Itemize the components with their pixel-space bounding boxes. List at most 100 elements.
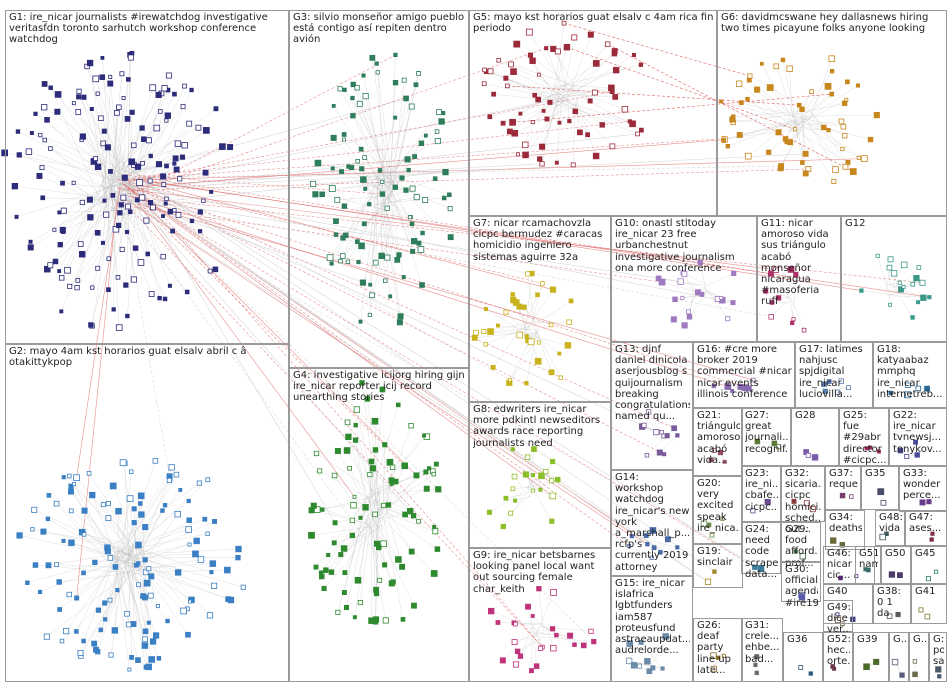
node: [895, 611, 901, 618]
edge: [724, 120, 793, 140]
node: [124, 610, 130, 617]
node: [401, 77, 407, 83]
node: [75, 109, 82, 115]
edge: [378, 84, 417, 197]
edge: [383, 498, 411, 512]
node: [369, 465, 376, 472]
edge: [63, 540, 132, 561]
node: [536, 340, 541, 345]
node: [549, 518, 555, 524]
node: [102, 600, 108, 606]
node: [919, 279, 926, 286]
node: [409, 221, 415, 227]
group-label-g24: G24: need code scrape data...: [745, 524, 778, 580]
node: [521, 141, 529, 149]
inter-group-edge: [119, 187, 171, 479]
node: [15, 129, 21, 134]
edge: [514, 633, 539, 643]
node: [175, 212, 182, 218]
group-box-g23: G23: ire_ni... cbafe... cicpc...: [741, 466, 781, 522]
edge: [345, 199, 382, 236]
edge: [804, 116, 836, 170]
node: [98, 627, 104, 633]
inter-group-edge: [128, 187, 594, 642]
edge: [133, 106, 184, 171]
group-label-g30: G30: officially agenda #ire19...: [785, 564, 818, 609]
node: [496, 58, 501, 63]
node: [646, 668, 653, 675]
edge: [145, 556, 188, 609]
node: [121, 96, 126, 101]
node: [503, 309, 509, 315]
node: [920, 294, 927, 301]
node: [543, 468, 549, 475]
group-label-g51: G51: nam...: [859, 548, 878, 571]
group-label-g7: G7: nicar rcamachovzla cicpc bermudez #c…: [473, 218, 606, 263]
node: [109, 482, 117, 490]
edge: [788, 121, 842, 126]
node: [54, 562, 59, 568]
edge: [790, 93, 832, 126]
node: [117, 210, 123, 216]
inter-group-edge: [116, 187, 777, 271]
edge: [535, 627, 541, 649]
node: [99, 74, 106, 80]
node: [149, 638, 157, 645]
node: [832, 166, 839, 173]
node: [926, 499, 932, 505]
node: [592, 60, 600, 67]
node: [913, 274, 920, 282]
node: [184, 289, 190, 295]
group-label-g54: G...: [913, 634, 926, 645]
node: [344, 419, 351, 426]
edge: [352, 506, 383, 536]
node: [510, 486, 516, 492]
node: [354, 85, 360, 91]
node: [340, 235, 346, 241]
edge: [556, 84, 612, 89]
group-box-g15: G15: ire_nicar islafrica lgbtfunders iam…: [611, 576, 693, 682]
node: [116, 104, 122, 110]
node: [112, 226, 120, 233]
edge: [44, 107, 137, 174]
node: [153, 124, 161, 132]
node: [119, 459, 127, 467]
edge: [704, 287, 728, 319]
node: [142, 524, 149, 531]
node: [384, 205, 390, 211]
node: [670, 316, 677, 323]
node: [152, 458, 159, 464]
group-box-g24: G24: need code scrape data...: [741, 522, 781, 580]
node: [659, 429, 664, 435]
edge: [317, 500, 378, 510]
node: [206, 612, 214, 619]
node: [587, 31, 594, 38]
node: [372, 259, 379, 266]
node: [750, 377, 756, 383]
node: [372, 447, 379, 453]
node: [66, 591, 72, 598]
node: [338, 258, 343, 264]
edge: [142, 546, 211, 616]
node: [901, 284, 906, 289]
node: [585, 132, 591, 138]
inter-group-edge: [113, 98, 407, 180]
node: [160, 253, 166, 260]
node: [396, 319, 403, 326]
node: [86, 196, 93, 203]
node: [754, 670, 759, 676]
node: [510, 68, 517, 75]
node: [612, 94, 619, 100]
edge: [484, 69, 577, 106]
node: [57, 241, 63, 248]
node: [554, 48, 561, 55]
edge: [335, 194, 376, 235]
node: [672, 296, 678, 303]
node: [890, 270, 898, 277]
inter-group-edge: [122, 200, 543, 648]
node: [367, 312, 372, 317]
node: [821, 381, 827, 387]
node: [532, 92, 537, 98]
group-label-g32: G32: sicaria... cicpc homici... sched...…: [785, 468, 822, 535]
node: [796, 102, 802, 108]
